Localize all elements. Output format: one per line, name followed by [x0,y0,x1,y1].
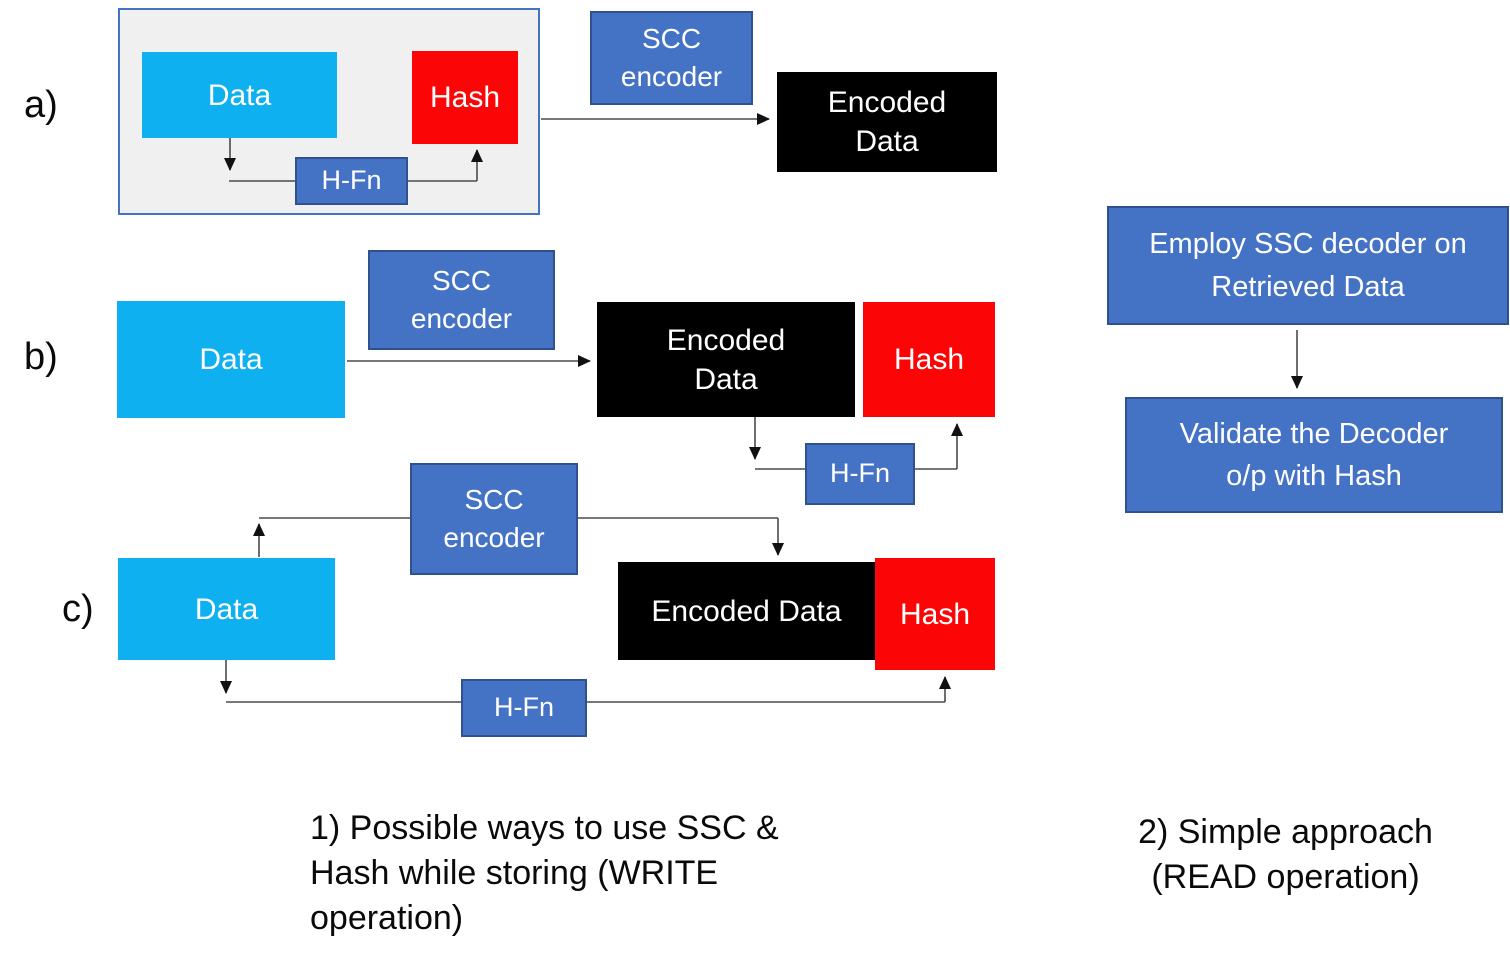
caption-read-operation: 2) Simple approach (READ operation) [1138,813,1433,896]
encoded-data-box-b: Encoded Data [597,302,855,417]
data-box-b: Data [117,301,345,418]
label-b: b) [24,336,58,378]
label-c: c) [62,588,94,630]
encoded-data-box-a: Encoded Data [777,72,997,172]
hash-function-box-c: H-Fn [461,679,587,737]
hash-box-a: Hash [412,51,518,144]
scc-encoder-box-a: SCC encoder [590,11,753,105]
validate-output-box: Validate the Decoder o/p with Hash [1125,397,1503,513]
encoded-data-box-c: Encoded Data [618,562,875,660]
data-box-c: Data [118,558,335,660]
scc-encoder-box-b: SCC encoder [368,250,555,350]
caption-write-operation: 1) Possible ways to use SSC & Hash while… [310,809,779,937]
hash-function-box-a: H-Fn [295,157,408,205]
hash-box-c: Hash [875,558,995,670]
employ-decoder-box: Employ SSC decoder on Retrieved Data [1107,206,1509,325]
scc-encoder-box-c: SCC encoder [410,463,578,575]
hash-box-b: Hash [863,302,995,417]
data-box-a: Data [142,52,337,138]
label-a: a) [24,84,58,126]
hash-function-box-b: H-Fn [805,443,915,505]
